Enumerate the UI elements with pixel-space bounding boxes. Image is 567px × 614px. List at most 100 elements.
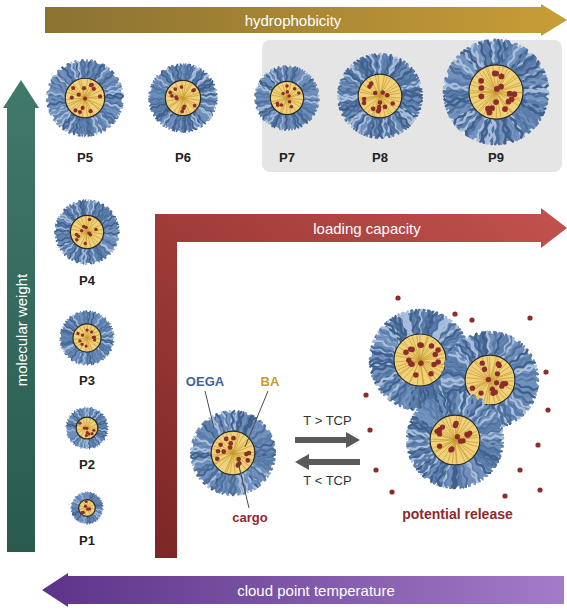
- oega-strand: [93, 247, 99, 261]
- core-chain: [87, 504, 94, 508]
- oega-strand: [194, 462, 213, 469]
- cargo-dot: [452, 311, 457, 316]
- cargo-dot: [385, 93, 390, 98]
- core-chain: [73, 232, 87, 239]
- oega-strand: [48, 101, 66, 107]
- core-chain: [182, 81, 183, 98]
- cargo-dot: [287, 94, 291, 98]
- core-chain: [273, 98, 287, 104]
- core-chain: [77, 219, 87, 232]
- cargo-dot: [497, 363, 502, 368]
- cargo-dot: [371, 107, 376, 112]
- core-chain: [183, 98, 198, 105]
- cargo-dot: [378, 100, 383, 105]
- cargo-dot: [537, 487, 542, 492]
- cargo-dot: [92, 336, 95, 339]
- oega-strand: [97, 418, 106, 423]
- core-chain: [420, 354, 444, 360]
- cargo-dot: [84, 226, 88, 230]
- oega-strand: [201, 94, 217, 96]
- cargo-dot: [80, 343, 83, 346]
- oega-strand: [61, 341, 74, 344]
- cargo-dot: [280, 103, 284, 107]
- oega-strand: [149, 99, 165, 103]
- cargo-dot: [170, 94, 174, 98]
- core-chain: [378, 75, 380, 96]
- cargo-dot: [88, 218, 92, 222]
- cargo-dot: [92, 429, 95, 432]
- oega-strand: [255, 93, 270, 97]
- micelle: [66, 407, 108, 449]
- cargo-dot: [373, 91, 378, 96]
- core-chain: [233, 453, 246, 469]
- oega-strand: [255, 99, 270, 103]
- core-chain: [287, 94, 302, 98]
- axis-label: molecular weight: [11, 180, 31, 480]
- cargo-dot: [276, 104, 280, 108]
- core-outline: [70, 215, 103, 248]
- oega-strand: [85, 439, 87, 449]
- oega-strand: [87, 352, 88, 365]
- oega-strand: [200, 88, 216, 94]
- oega-strand: [72, 511, 79, 514]
- node-shape: [180, 372, 295, 527]
- oega-strand: [58, 238, 72, 246]
- oega-strand: [96, 435, 104, 441]
- axis-label: loading capacity: [193, 214, 541, 242]
- cargo-dot: [478, 390, 483, 395]
- oega-strand: [81, 493, 85, 500]
- cargo-dot: [543, 369, 548, 374]
- cargo-dot: [236, 457, 241, 462]
- oega-strand: [89, 352, 91, 365]
- core-chain: [85, 98, 87, 117]
- node-shape: [438, 34, 554, 166]
- cargo-dot: [480, 361, 485, 366]
- ba-core: [70, 215, 103, 248]
- ba-core: [76, 417, 98, 439]
- oega-strand: [87, 407, 89, 417]
- oega-strand: [91, 438, 96, 447]
- ba-core: [358, 74, 402, 118]
- oega-strand: [200, 90, 216, 95]
- ba-core: [270, 81, 303, 114]
- micelle-label: P8: [332, 148, 428, 166]
- core-chain: [496, 83, 520, 92]
- cargo-dot: [482, 367, 487, 372]
- oega-strand: [72, 350, 79, 361]
- cargo-dot: [363, 392, 368, 397]
- core-chain: [87, 424, 97, 428]
- oega-strand: [194, 462, 213, 469]
- oega-strand: [257, 103, 271, 110]
- micelle-node: OEGABAcargo: [180, 372, 295, 527]
- oega-strand: [72, 350, 80, 360]
- oega-strand: [66, 430, 76, 432]
- cargo-dot: [281, 92, 285, 96]
- oega-strand: [303, 91, 318, 95]
- core-outline: [65, 78, 105, 118]
- cargo-dot: [224, 437, 229, 442]
- arrow-band-shape: [3, 80, 39, 552]
- cargo-dot: [453, 421, 458, 426]
- cargo-dot: [495, 371, 500, 376]
- cargo-dot: [293, 87, 297, 91]
- core-chain: [87, 508, 93, 514]
- micelle: [60, 311, 114, 365]
- core-chain: [490, 378, 514, 380]
- core-chain: [287, 92, 302, 98]
- cargo-dot: [413, 372, 419, 378]
- core-chain: [87, 338, 90, 351]
- cargo-dot: [493, 99, 499, 105]
- oega-strand: [77, 410, 82, 419]
- cargo-dot: [502, 493, 507, 498]
- oega-strand: [104, 232, 119, 235]
- cargo-dot: [297, 91, 301, 95]
- core-chain: [183, 95, 200, 98]
- oega-strand: [515, 376, 538, 380]
- cargo-dot: [500, 381, 505, 386]
- oega-strand: [105, 92, 123, 97]
- core-chain: [66, 98, 85, 99]
- oega-strand: [103, 236, 118, 241]
- oega-strand: [101, 334, 114, 337]
- arrow-band-shape: [45, 4, 567, 36]
